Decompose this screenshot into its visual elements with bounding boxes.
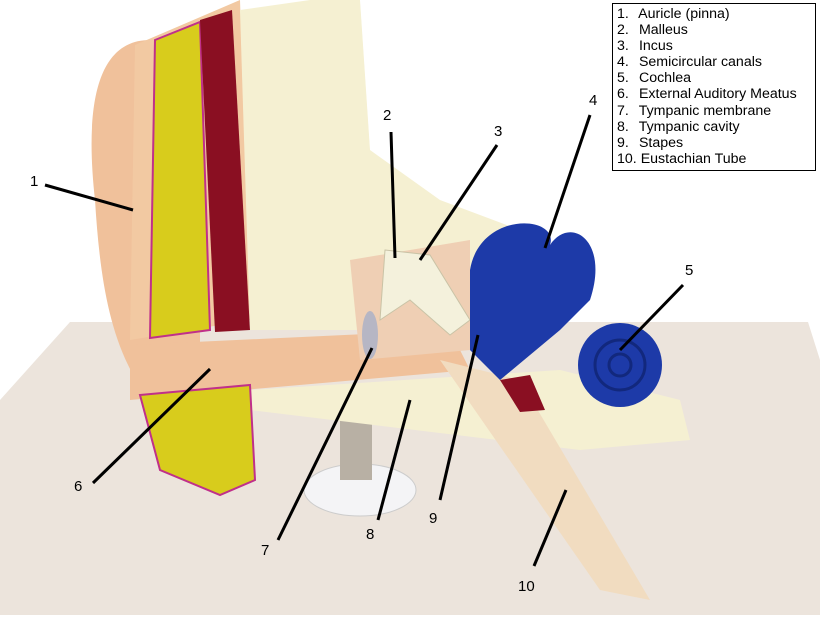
leader-line-2 [389,131,397,259]
leader-line-5 [618,283,685,352]
vessel-patch [500,375,545,412]
legend-number: 9. [617,134,629,151]
leader-line-8 [376,399,412,521]
legend-item: 10. Eustachian Tube [617,151,815,167]
legend-label: Semicircular canals [638,54,762,71]
callout-8: 8 [366,526,375,543]
legend-item: 5. Cochlea [617,70,815,86]
legend-item: 2. Malleus [617,22,815,38]
legend-item: 6. External Auditory Meatus [617,86,815,102]
legend-label: Incus [638,38,673,55]
cochlea-shape [578,323,662,407]
lower-bone [250,370,690,450]
legend: 1. Auricle (pinna) 2. Malleus 3. Incus 4… [612,3,816,171]
legend-item: 9. Stapes [617,135,815,151]
ossicle-chain [379,249,471,336]
callout-7: 7 [261,542,270,559]
callout-3: 3 [494,123,503,140]
legend-item: 8. Tympanic cavity [617,119,815,135]
callout-4: 4 [589,92,598,109]
legend-number: 5. [617,70,629,87]
leader-line-7 [276,347,374,541]
eustachian-tube-shape [440,360,650,600]
legend-label: Tympanic cavity [638,118,740,135]
lower-fat [138,383,257,497]
callout-2: 2 [383,107,392,124]
leader-line-4 [543,114,592,249]
callout-5: 5 [685,262,694,279]
leader-line-1 [44,183,134,212]
leader-line-10 [532,489,568,567]
callout-1: 1 [30,173,39,190]
legend-number: 4. [617,54,629,71]
legend-item: 4. Semicircular canals [617,54,815,70]
legend-label: Cochlea [638,70,692,87]
legend-number: 10. [617,150,637,167]
legend-label: Tympanic membrane [638,102,772,119]
legend-number: 1. [617,6,629,22]
legend-label: External Auditory Meatus [638,86,797,103]
legend-label: Eustachian Tube [640,150,747,167]
legend-label: Malleus [638,22,688,39]
legend-item: 1. Auricle (pinna) [617,6,815,22]
leader-lines [44,114,685,567]
callout-9: 9 [429,510,438,527]
legend-label: Auricle (pinna) [638,6,730,22]
fat-layer [148,20,212,340]
callout-10: 10 [518,578,535,595]
leader-line-9 [438,334,480,501]
legend-number: 8. [617,118,629,135]
legend-number: 3. [617,38,629,55]
leader-line-3 [418,144,499,261]
semicircular-canals-shape [470,223,596,380]
legend-number: 2. [617,22,629,39]
tympanic-membrane-shape [362,311,378,359]
legend-item: 3. Incus [617,38,815,54]
legend-label: Stapes [638,134,684,151]
legend-number: 7. [617,102,629,119]
callout-6: 6 [74,478,83,495]
legend-number: 6. [617,86,629,103]
legend-item: 7. Tympanic membrane [617,103,815,119]
leader-line-6 [91,367,212,485]
muscle-layer [200,10,250,332]
